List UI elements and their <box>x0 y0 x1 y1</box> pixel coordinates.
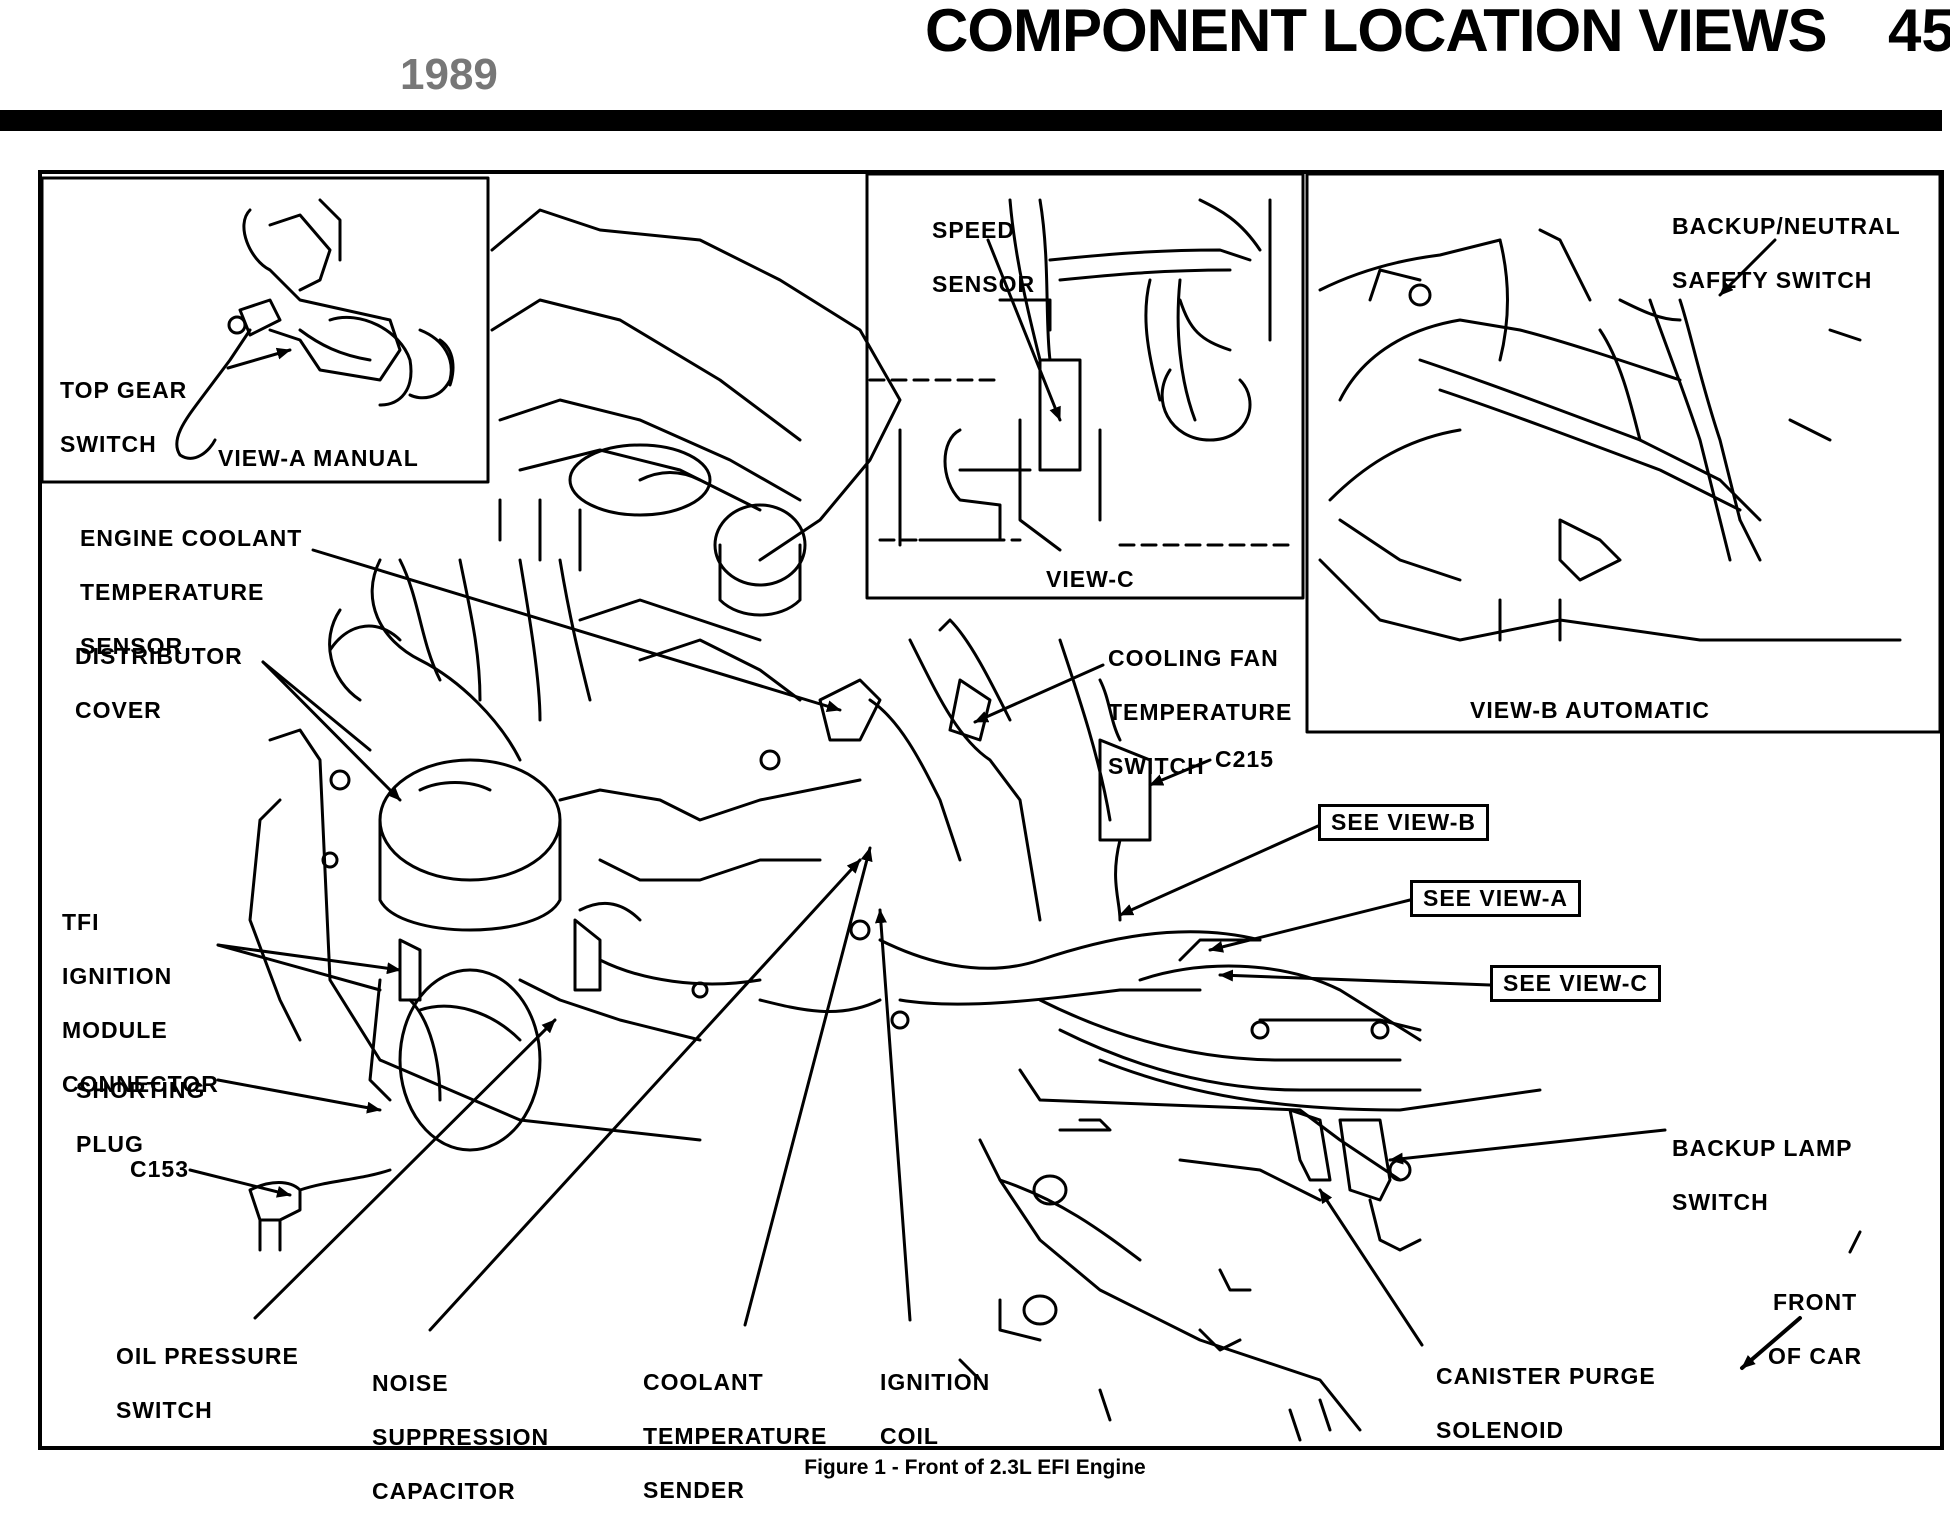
label-shorting-plug: SHORTING PLUG <box>76 1050 205 1185</box>
label-line: PLUG <box>76 1131 144 1157</box>
see-view-c-reference: SEE VIEW-C <box>1490 965 1662 1002</box>
label-line: SAFETY SWITCH <box>1672 267 1873 293</box>
label-line: MODULE <box>62 1017 168 1043</box>
label-engine-coolant-temperature-sensor: ENGINE COOLANT TEMPERATURE SENSOR <box>80 498 302 687</box>
label-speed-sensor: SPEED SENSOR <box>932 190 1035 325</box>
label-line: IGNITION <box>62 963 173 989</box>
header-rule <box>0 110 1942 131</box>
label-line: TOP GEAR <box>60 377 188 403</box>
label-distributor-cover: DISTRIBUTOR COVER <box>75 616 243 751</box>
label-line: COOLING FAN <box>1108 645 1279 671</box>
label-line: SHORTING <box>76 1077 206 1103</box>
label-backup-neutral-safety-switch: BACKUP/NEUTRAL SAFETY SWITCH <box>1672 186 1901 321</box>
label-line: FRONT <box>1772 1289 1858 1315</box>
label-line: NOISE <box>372 1370 449 1396</box>
label-line: SPEED <box>932 217 1015 243</box>
label-line: SENSOR <box>80 633 184 659</box>
label-cooling-fan-temperature-switch: COOLING FAN TEMPERATURE SWITCH <box>1108 618 1292 807</box>
see-view-a-reference: SEE VIEW-A <box>1410 880 1582 917</box>
view-c-inset-frame <box>865 172 1305 600</box>
main-engine-artwork <box>248 208 1542 1442</box>
label-line: CONNECTOR <box>62 1071 219 1097</box>
view-a-artwork <box>175 198 455 460</box>
label-line: BACKUP/NEUTRAL <box>1672 213 1901 239</box>
page-title: COMPONENT LOCATION VIEWS <box>925 0 1828 64</box>
label-line: SWITCH <box>116 1397 213 1423</box>
label-line: IGNITION <box>880 1369 991 1395</box>
label-line: OIL PRESSURE <box>116 1343 299 1369</box>
label-line: SWITCH <box>1672 1189 1769 1215</box>
label-line: OF CAR <box>1768 1343 1863 1369</box>
view-c-artwork <box>868 198 1292 552</box>
label-line: SUPPRESSION <box>372 1424 550 1450</box>
label-line: SOLENOID <box>1436 1417 1565 1443</box>
label-line: DISTRIBUTOR <box>75 643 243 669</box>
label-line: COVER <box>75 697 162 723</box>
label-ignition-coil: IGNITION COIL <box>880 1342 990 1477</box>
label-line: SWITCH <box>1108 753 1205 779</box>
view-a-caption: VIEW-A MANUAL <box>218 445 419 471</box>
label-line: COIL <box>880 1423 939 1449</box>
figure-frame <box>38 170 1944 1450</box>
leader-lines <box>188 238 1862 1370</box>
view-c-caption: VIEW-C <box>1046 566 1135 592</box>
label-line: TFI <box>62 909 100 935</box>
label-oil-pressure-switch: OIL PRESSURE SWITCH <box>116 1316 299 1451</box>
figure-caption: Figure 1 - Front of 2.3L EFI Engine <box>804 1456 1146 1479</box>
label-coolant-temperature-sender: COOLANT TEMPERATURE SENDER <box>643 1342 827 1531</box>
model-year: 1989 <box>400 50 498 99</box>
label-line: CANISTER PURGE <box>1436 1363 1656 1389</box>
view-b-artwork <box>1318 228 1902 642</box>
label-line: SENSOR <box>932 271 1036 297</box>
label-c215: C215 <box>1215 746 1274 772</box>
label-top-gear-switch: TOP GEAR SWITCH <box>60 350 187 485</box>
view-b-inset-frame <box>1305 172 1942 734</box>
see-view-b-reference: SEE VIEW-B <box>1318 804 1490 841</box>
label-canister-purge-solenoid: CANISTER PURGE SOLENOID <box>1436 1336 1656 1471</box>
label-c153: C153 <box>130 1156 189 1182</box>
label-line: COOLANT <box>643 1369 764 1395</box>
label-line: SENDER <box>643 1477 745 1503</box>
label-line: SWITCH <box>60 431 157 457</box>
view-b-caption: VIEW-B AUTOMATIC <box>1470 697 1710 723</box>
label-line: ENGINE COOLANT <box>80 525 303 551</box>
label-backup-lamp-switch: BACKUP LAMP SWITCH <box>1672 1108 1853 1243</box>
label-line: TEMPERATURE <box>80 579 265 605</box>
label-line: CAPACITOR <box>372 1478 516 1504</box>
view-a-inset-frame <box>40 176 490 484</box>
label-line: TEMPERATURE <box>643 1423 828 1449</box>
label-line: TEMPERATURE <box>1108 699 1293 725</box>
label-front-of-car: FRONT OF CAR <box>1768 1262 1862 1397</box>
label-line: BACKUP LAMP <box>1672 1135 1853 1161</box>
page-number: 45 <box>1888 0 1950 64</box>
label-noise-suppression-capacitor: NOISE SUPPRESSION CAPACITOR <box>372 1343 549 1532</box>
label-tfi-ignition-module-connector: TFI IGNITION MODULE CONNECTOR <box>62 882 219 1125</box>
